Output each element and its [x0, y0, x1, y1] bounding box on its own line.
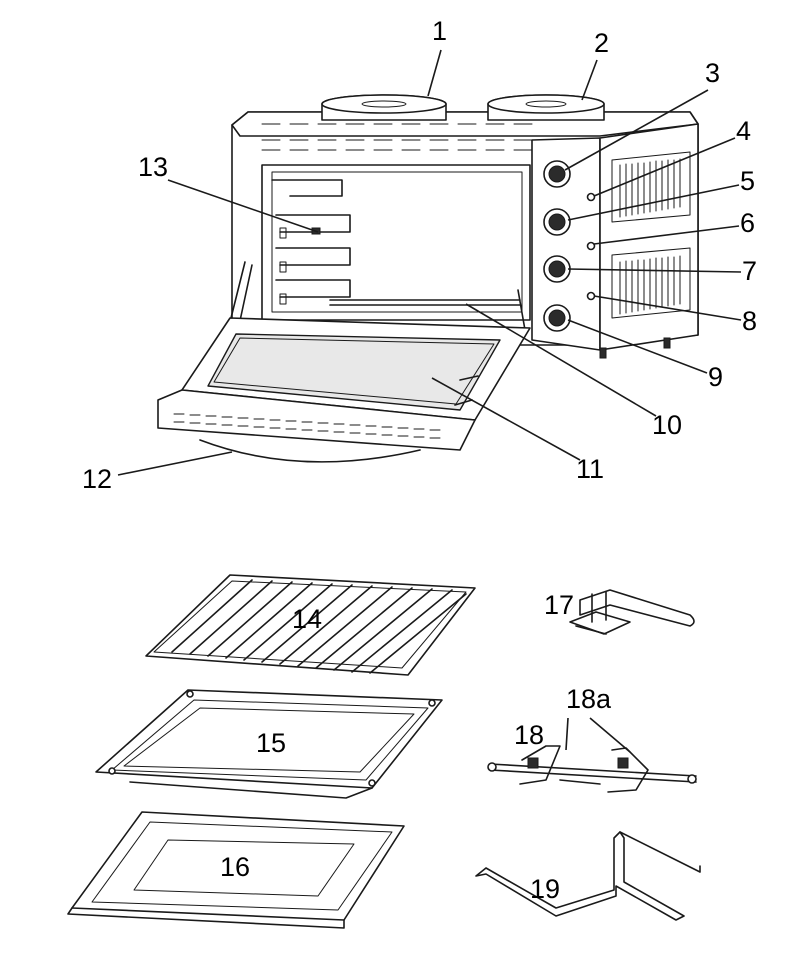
heating-element [329, 299, 521, 306]
callout-6: 6 [740, 208, 755, 238]
callout-8: 8 [742, 306, 757, 336]
callout-3: 3 [705, 58, 720, 88]
callout-10: 10 [652, 410, 682, 440]
door-glass [207, 333, 501, 411]
oven-door [157, 261, 531, 463]
baking-tray [95, 689, 443, 799]
callout-4: 4 [736, 116, 751, 146]
hot-plate-small [487, 94, 605, 121]
callout-17: 17 [544, 590, 574, 620]
callout-7: 7 [742, 256, 757, 286]
tray-handle [475, 831, 701, 921]
indicator-lights [586, 192, 596, 301]
callout-15: 15 [256, 728, 286, 758]
callout-9: 9 [708, 362, 723, 392]
door-vents [173, 413, 441, 439]
callout-11: 11 [576, 454, 604, 484]
callout-16: 16 [220, 852, 250, 882]
callout-2: 2 [594, 28, 609, 58]
wire-rack [145, 574, 476, 676]
callout-18a: 18a [566, 684, 612, 714]
callout-12: 12 [82, 464, 112, 494]
callout-numbers: 1 2 3 4 5 6 7 8 9 10 11 12 13 14 15 16 1… [82, 16, 757, 904]
callout-1: 1 [432, 16, 447, 46]
callout-19: 19 [530, 874, 560, 904]
side-vents [611, 151, 691, 319]
callout-18: 18 [514, 720, 544, 750]
callout-5: 5 [740, 166, 755, 196]
crumb-tray [199, 439, 421, 463]
rack-guides [271, 179, 351, 305]
callout-13: 13 [138, 152, 168, 182]
leader-lines [117, 49, 742, 753]
rotisserie-handle [569, 589, 695, 635]
hot-plate-large [321, 94, 447, 121]
callout-14: 14 [292, 604, 322, 634]
rotisserie-spit [487, 745, 697, 793]
crumb-tray-flat [67, 811, 405, 929]
control-knobs [543, 160, 571, 332]
